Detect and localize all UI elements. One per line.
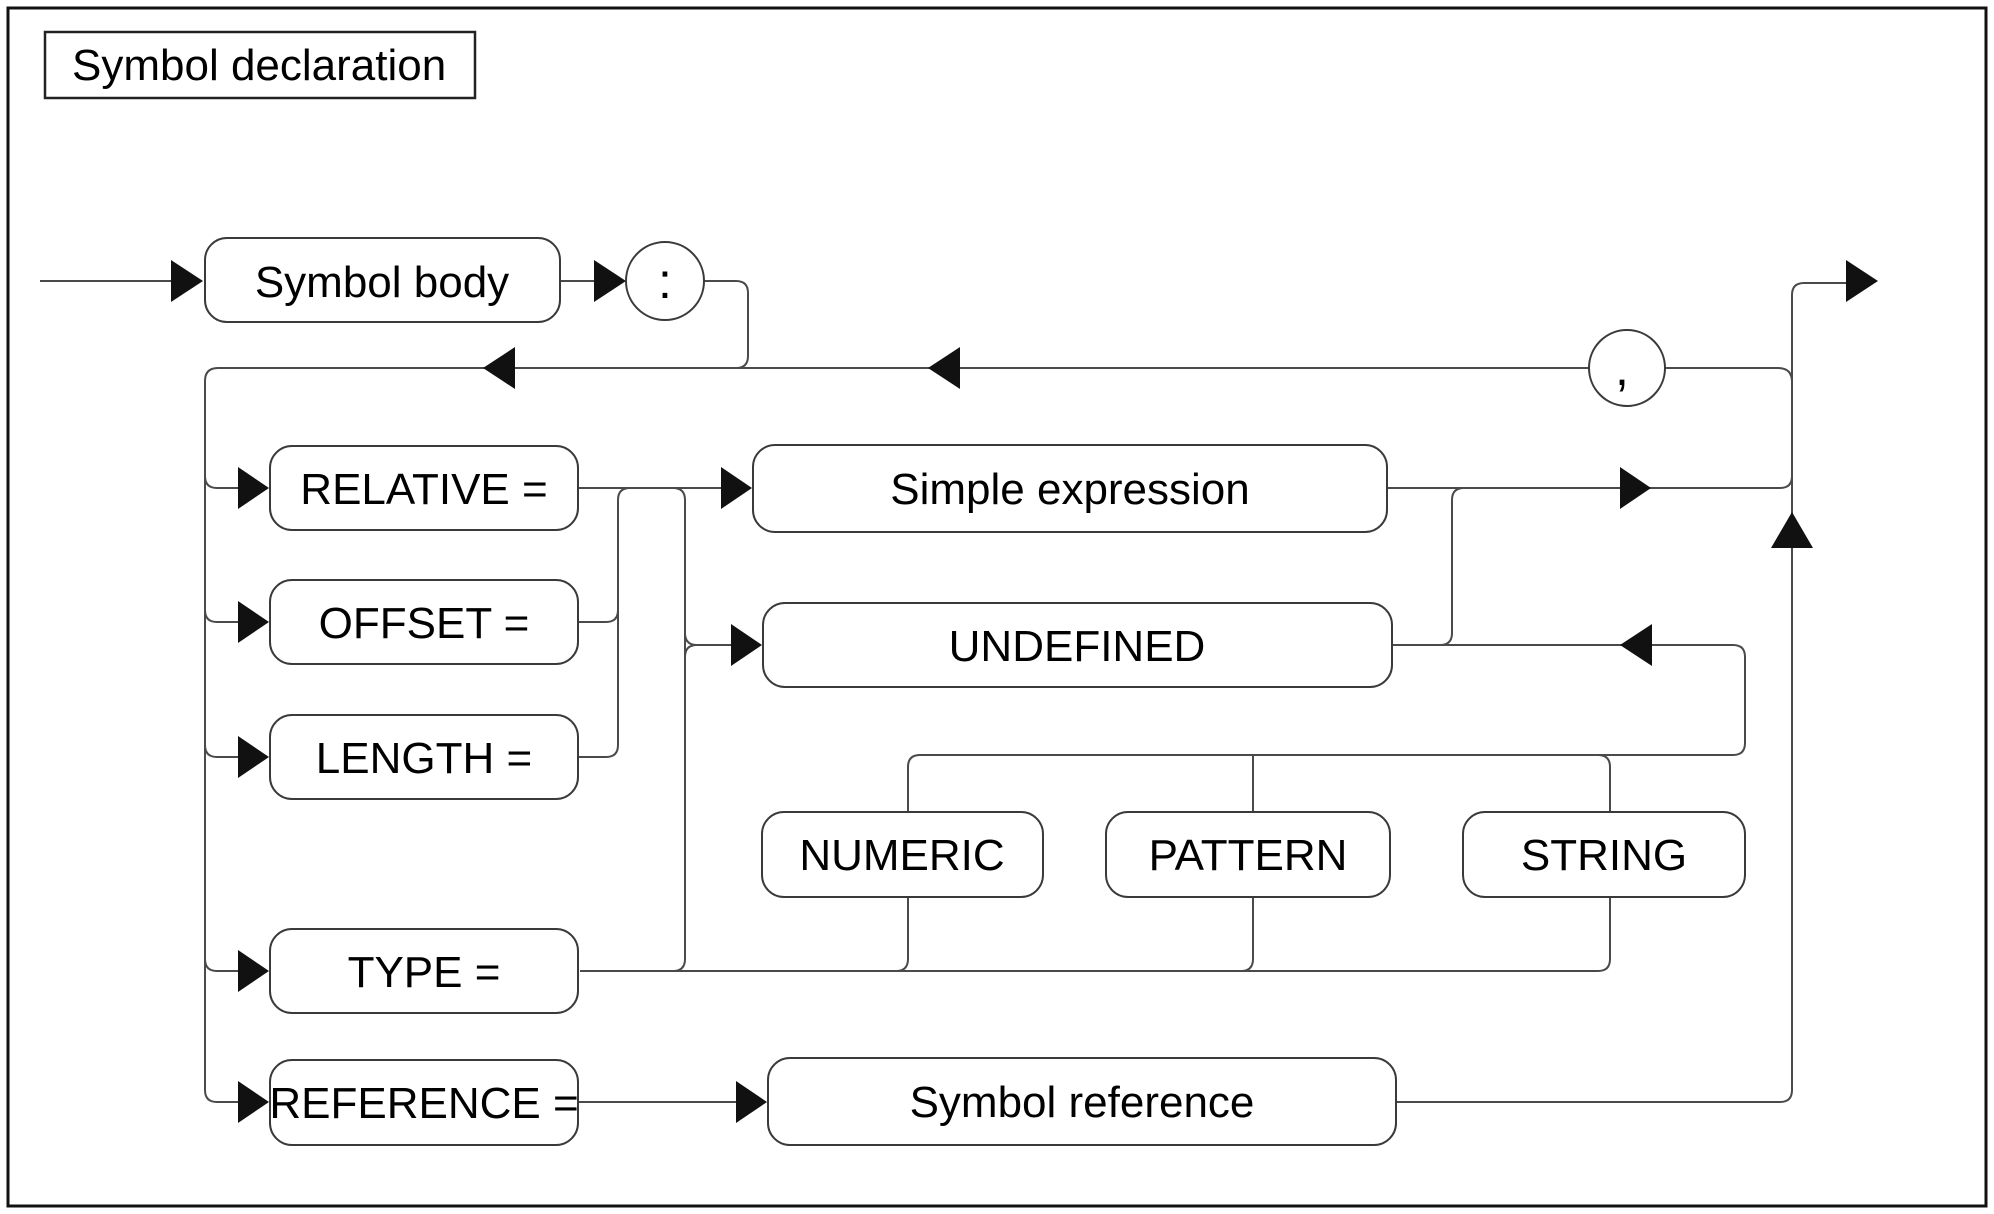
channel-undefined <box>672 487 686 972</box>
diagram-outer-border <box>6 6 1988 1208</box>
type-label: TYPE = <box>348 948 501 997</box>
relative-arrow-icon <box>238 467 269 509</box>
symbol-reference-node <box>767 1057 1397 1146</box>
comma-terminal-node <box>1588 329 1666 407</box>
symbol-reference-arrow-icon <box>736 1081 767 1123</box>
entry-arrow-icon <box>171 260 203 302</box>
relative-node <box>269 445 579 531</box>
rail-colon-drop <box>704 280 749 369</box>
options-top-collector <box>907 644 1746 812</box>
channel-offset-length <box>578 487 631 758</box>
elbow-relative <box>204 475 240 489</box>
type-arrow-icon <box>238 950 269 992</box>
elbow-type <box>204 958 240 972</box>
numeric-label: NUMERIC <box>799 831 1004 880</box>
exit-row-right-arrow-icon <box>1620 467 1651 509</box>
pattern-label: PATTERN <box>1149 831 1348 880</box>
reference-label: REFERENCE = <box>269 1079 578 1128</box>
numeric-bottom-stub <box>895 897 909 972</box>
title-block: Symbol declaration <box>43 30 477 100</box>
offset-node <box>269 579 579 665</box>
rail-type-exit <box>580 897 1611 972</box>
relative-label: RELATIVE = <box>300 465 547 514</box>
undefined-branch-from-north <box>684 632 733 646</box>
merge-up-arrow-icon <box>1771 512 1813 548</box>
undefined-branch-from-south <box>684 644 698 658</box>
comma-label: , <box>1615 340 1629 396</box>
undefined-merge-vertical <box>1439 487 1465 646</box>
simple-expression-arrow-icon <box>721 467 752 509</box>
type-node <box>269 928 579 1014</box>
undefined-arrow-icon <box>731 624 762 666</box>
simple-expression-label: Simple expression <box>890 465 1250 514</box>
length-label: LENGTH = <box>316 734 532 783</box>
colon-terminal-node <box>625 241 705 321</box>
pattern-node <box>1105 811 1391 898</box>
diagram-nodes: Symbol body : , RELATIVE = OFFSET = LENG… <box>204 237 1746 1146</box>
undefined-node <box>762 602 1393 688</box>
reference-node <box>269 1059 579 1146</box>
loop-rail-east-curve <box>1777 367 1793 383</box>
loop-left-arrow-1-icon <box>483 347 515 389</box>
title-box <box>43 30 477 100</box>
elbow-length <box>204 744 240 758</box>
colon-arrow-icon <box>594 260 626 302</box>
string-label: STRING <box>1521 831 1687 880</box>
main-return-vertical <box>1396 282 1846 1103</box>
numeric-node <box>761 811 1044 898</box>
string-top-stub <box>1597 754 1611 812</box>
symbol-reference-label: Symbol reference <box>910 1078 1255 1127</box>
page-title: Symbol declaration <box>72 41 446 90</box>
undefined-label: UNDEFINED <box>949 622 1206 671</box>
offset-arrow-icon <box>238 601 269 643</box>
loop-left-arrow-2-icon <box>928 347 960 389</box>
simple-expression-node <box>752 444 1388 533</box>
reference-arrow-icon <box>238 1081 269 1123</box>
pattern-bottom-stub <box>1240 897 1254 972</box>
offset-exit-hook <box>578 609 619 623</box>
final-exit-arrow-icon <box>1846 260 1878 302</box>
rail-lines <box>40 280 1846 1103</box>
options-return-left-arrow-icon <box>1620 624 1652 666</box>
left-rail <box>204 367 240 1103</box>
symbol-body-label: Symbol body <box>255 258 509 307</box>
length-arrow-icon <box>238 736 269 778</box>
rail-expression-exit <box>1387 475 1793 489</box>
offset-label: OFFSET = <box>319 599 530 648</box>
elbow-offset <box>204 609 240 623</box>
string-node <box>1462 811 1746 898</box>
colon-label: : <box>658 253 672 309</box>
flow-arrows <box>171 260 1878 1123</box>
symbol-body-node <box>204 237 561 323</box>
length-node <box>269 714 579 800</box>
